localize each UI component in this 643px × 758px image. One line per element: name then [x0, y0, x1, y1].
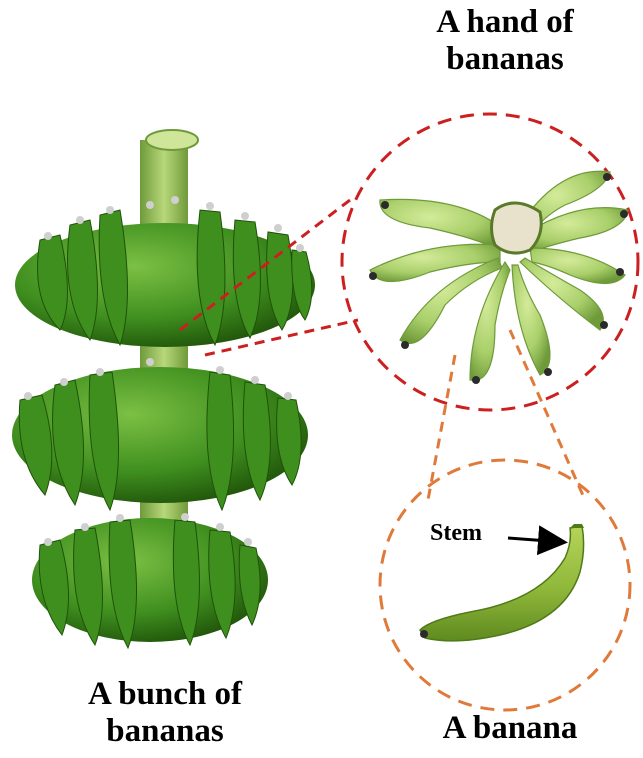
bunch-label-line-1: A bunch of [40, 676, 290, 713]
stem-label: Stem [430, 520, 482, 547]
hand-crown [492, 203, 542, 253]
stalk-top [146, 130, 198, 150]
hand-label-line-2: bananas [395, 41, 615, 78]
bunch-label-line-2: bananas [40, 713, 290, 750]
bunch-of-bananas-label: A bunch of bananas [40, 676, 290, 750]
a-banana-label: A banana [400, 710, 620, 747]
banana-zoom-circle [380, 460, 630, 710]
banana-bunch-illustration [12, 130, 315, 648]
hand-label-line-1: A hand of [395, 4, 615, 41]
right-arrow-icon [508, 538, 562, 542]
hand-of-bananas-illustration [369, 171, 628, 384]
bunch-tier-2 [12, 358, 308, 510]
bunch-tier-3 [32, 513, 268, 648]
hand-of-bananas-label: A hand of bananas [395, 4, 615, 78]
